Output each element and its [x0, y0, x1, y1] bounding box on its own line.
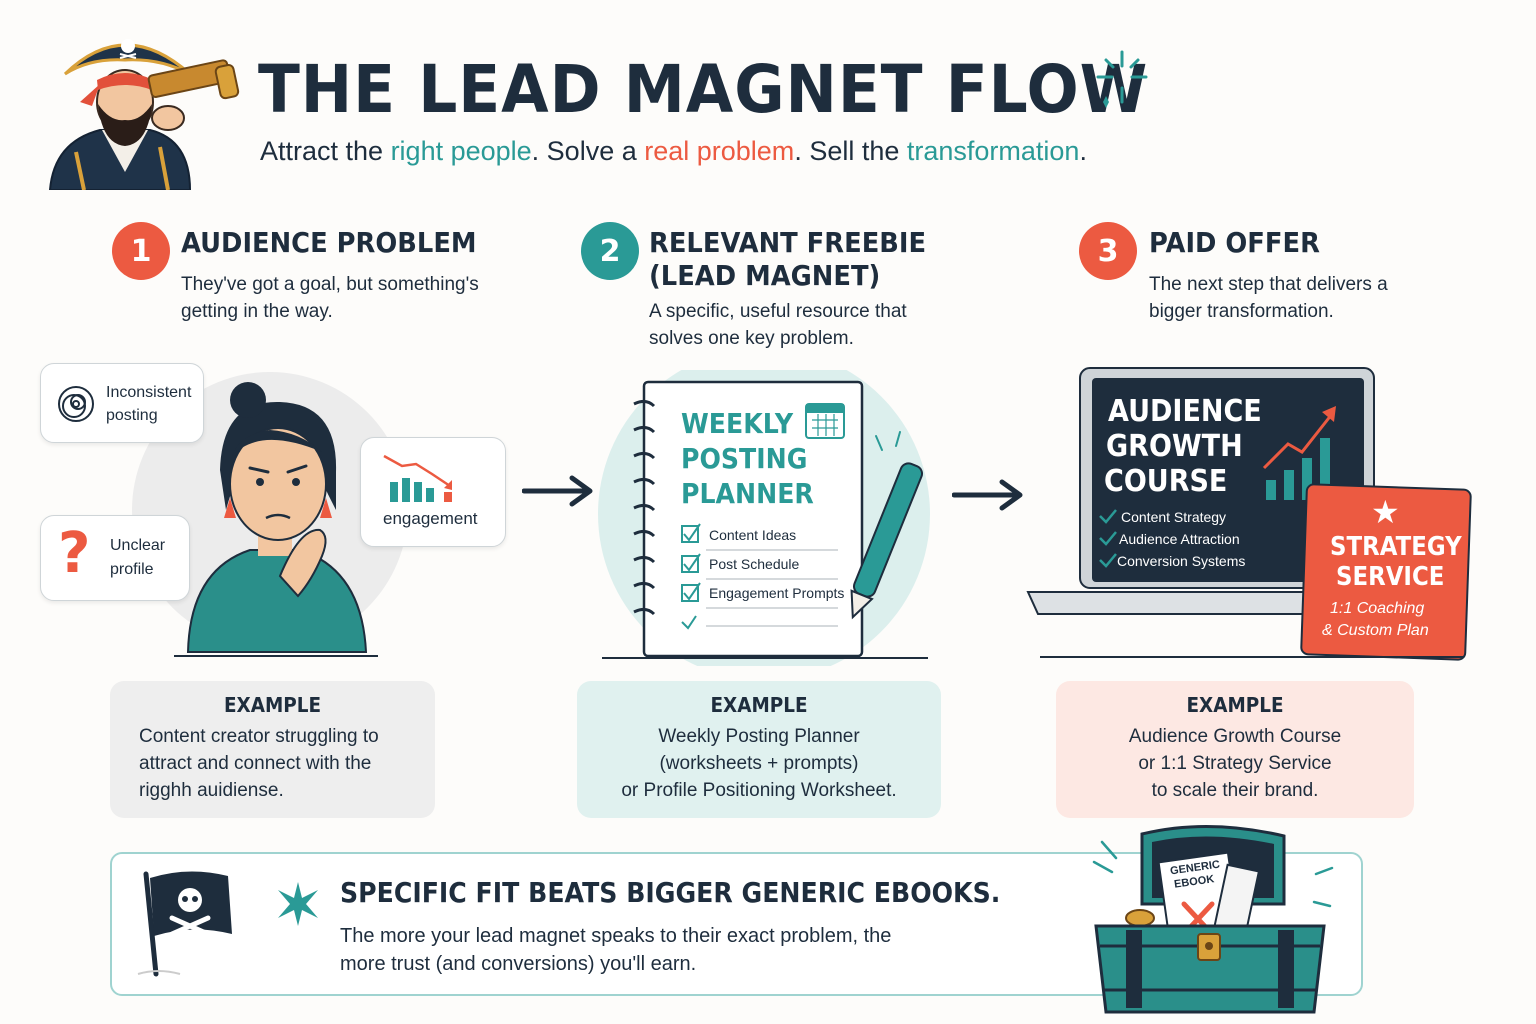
example-text: Audience Growth Course or 1:1 Strategy S…	[1128, 726, 1342, 801]
course-title-line2: GROWTH	[1106, 429, 1243, 464]
banner-text: The more your lead magnet speaks to thei…	[340, 925, 892, 975]
pirate-flag-icon	[137, 871, 232, 977]
step-1-title: AUDIENCE PROBLEM	[181, 226, 477, 259]
planner-item-post-schedule: Post Schedule	[709, 556, 800, 572]
planner-title-line3: PLANNER	[681, 477, 814, 510]
course-title-line3: COURSE	[1104, 464, 1228, 499]
flow-arrow-icon	[952, 479, 1023, 511]
flow-arrow-icon	[522, 475, 593, 507]
tagline-part: .	[1079, 136, 1087, 166]
bubble-engagement-text: engagement	[383, 509, 478, 528]
step-2-title-line1: RELEVANT FREEBIE	[649, 226, 927, 259]
step-2-number-badge: 2	[581, 222, 639, 280]
step-3-description: The next step that delivers a bigger tra…	[1149, 274, 1388, 322]
course-item-content-strategy: Content Strategy	[1121, 509, 1227, 525]
tagline-part: . Solve a	[531, 136, 645, 166]
step-2-description: A specific, useful resource that solves …	[649, 301, 907, 349]
declining-bar-chart-icon	[383, 454, 452, 502]
tagline: Attract the right people. Solve a real p…	[260, 136, 1087, 167]
example-heading: EXAMPLE	[710, 693, 808, 717]
bubble-inconsistent-posting	[40, 363, 204, 443]
course-item-audience-attraction: Audience Attraction	[1119, 531, 1240, 547]
example-box-step-1: EXAMPLE Content creator struggling to at…	[110, 681, 435, 818]
divider-line	[1040, 656, 1464, 658]
tangled-scribble-icon	[58, 386, 94, 422]
banner-heading: SPECIFIC FIT BEATS BIGGER GENERIC EBOOKS…	[340, 876, 1001, 909]
planner-item-content-ideas: Content Ideas	[709, 527, 797, 543]
weekly-planner-illustration	[598, 370, 930, 666]
step-3-title: PAID OFFER	[1149, 226, 1320, 259]
step-1-number-badge: 1	[112, 222, 170, 280]
example-box-step-2: EXAMPLE Weekly Posting Planner (workshee…	[577, 681, 941, 818]
planner-title-line1: WEEKLY	[681, 407, 794, 440]
page-title: THE LEAD MAGNET FLOW	[258, 51, 1149, 128]
planner-title-line2: POSTING	[681, 442, 808, 475]
planner-item-engagement-prompts: Engagement Prompts	[709, 585, 845, 601]
question-mark-icon: ?	[58, 521, 91, 586]
service-sub-line1: 1:1 Coaching	[1330, 600, 1425, 617]
service-title-line1: STRATEGY	[1330, 532, 1462, 562]
step-3-number-badge: 3	[1079, 222, 1137, 280]
example-text: Content creator struggling to attract an…	[139, 726, 379, 801]
bubble-unclear-profile	[40, 515, 190, 601]
tagline-highlight-right-people: right people	[390, 136, 532, 166]
tagline-part: . Sell the	[794, 136, 907, 166]
step-1-description: They've got a goal, but something's gett…	[181, 274, 479, 322]
example-heading: EXAMPLE	[223, 693, 322, 717]
sparkle-icon	[1096, 50, 1148, 108]
bubble-inconsistent-posting-text: Inconsistent posting	[106, 384, 192, 424]
pirate-mascot-illustration	[48, 39, 240, 190]
course-item-conversion-systems: Conversion Systems	[1117, 553, 1246, 569]
example-box-step-3: EXAMPLE Audience Growth Course or 1:1 St…	[1056, 681, 1414, 818]
service-title-line2: SERVICE	[1336, 562, 1445, 592]
frustrated-creator-illustration	[132, 372, 408, 657]
course-laptop-illustration	[1026, 367, 1376, 615]
tagline-highlight-real-problem: real problem	[644, 136, 795, 166]
bubble-unclear-profile-text: Unclear profile	[110, 537, 166, 578]
star-icon: ★	[1371, 494, 1400, 530]
service-sub-line2: & Custom Plan	[1322, 622, 1429, 639]
course-title-line1: AUDIENCE	[1108, 394, 1262, 429]
example-heading: EXAMPLE	[1186, 693, 1284, 717]
tagline-part: Attract the	[260, 136, 391, 166]
sparkle-star-icon	[278, 882, 318, 926]
tagline-highlight-transformation: transformation	[906, 136, 1080, 166]
example-text: Weekly Posting Planner (worksheets + pro…	[621, 726, 897, 801]
step-2-title-line2: (LEAD MAGNET)	[649, 259, 881, 292]
treasure-chest-illustration	[1092, 824, 1334, 1014]
